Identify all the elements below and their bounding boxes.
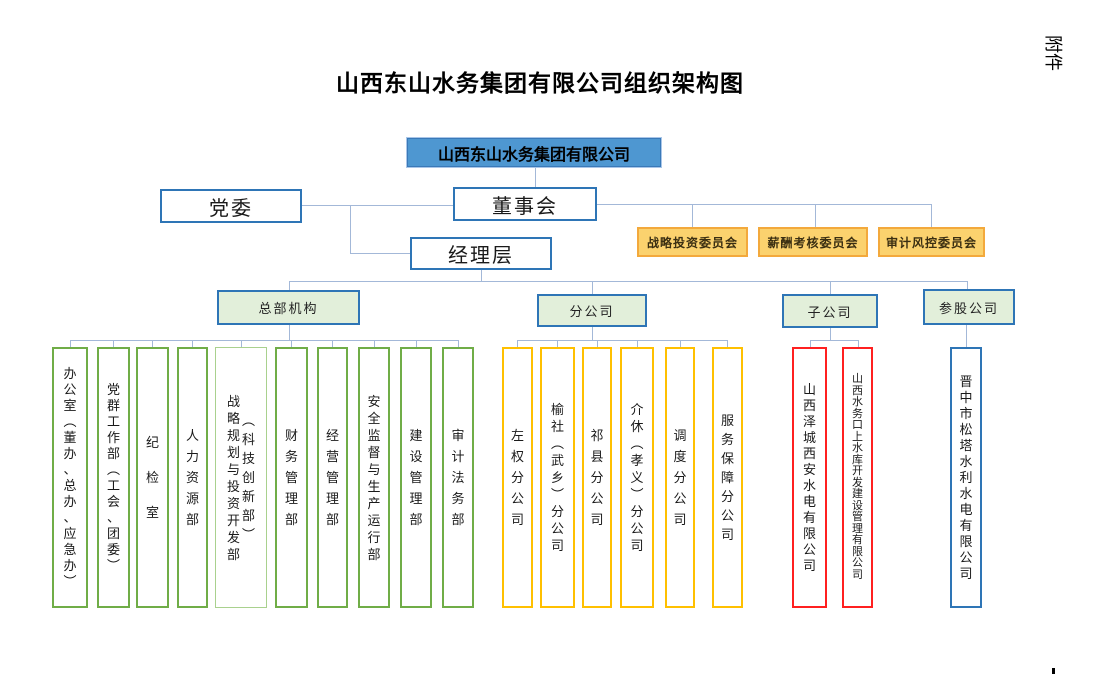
connector-line	[815, 204, 816, 227]
connector-line	[592, 327, 593, 340]
page-mark	[1052, 668, 1055, 674]
attachment-note: 附件	[1043, 35, 1063, 71]
department-box-human-resources: 人力资源部	[177, 347, 208, 608]
connector-line	[70, 340, 71, 347]
department-box-audit-legal: 审计法务部	[442, 347, 474, 608]
org-root-box: 山西东山水务集团有限公司	[406, 137, 662, 168]
connector-line	[597, 204, 931, 205]
branch-box-service-support: 服务保障分公司	[712, 347, 743, 608]
connector-line	[289, 281, 967, 282]
connector-line	[637, 340, 638, 347]
department-box-finance: 财务管理部	[275, 347, 308, 608]
connector-line	[517, 340, 518, 347]
department-box-party-mass-work: 党群工作部︵工会、团委︶	[97, 347, 130, 608]
department-box-discipline-inspection: 纪检室	[136, 347, 169, 608]
connector-line	[535, 167, 536, 187]
subsidiary-box-koushang-reservoir: 山西水务口上水库开发建设管理有限公司	[842, 347, 873, 608]
connector-line	[680, 340, 681, 347]
connector-line	[692, 204, 693, 227]
equity-company-box-songta: 晋中市松塔水利水电有限公司	[950, 347, 982, 608]
department-box-safety-production: 安全监督与生产运行部	[358, 347, 390, 608]
connector-line	[152, 340, 153, 347]
connector-line	[350, 253, 410, 254]
department-label-column: 战略规划与投资开发部	[226, 393, 240, 562]
department-box-strategic-planning-investment: 战略规划与投资开发部 ︵科技创新部︶	[215, 347, 267, 608]
department-box-construction: 建设管理部	[400, 347, 432, 608]
connector-line	[966, 325, 967, 347]
party-committee-box: 党委	[160, 189, 302, 223]
subsidiary-box-zecheng-xian-hydropower: 山西泽城西安水电有限公司	[792, 347, 827, 608]
connector-line	[113, 340, 114, 347]
connector-line	[858, 340, 859, 347]
branch-box-jiexiu-xiaoyi: 介休︵孝义︶分公司	[620, 347, 654, 608]
group-header-branches: 分公司	[537, 294, 647, 327]
connector-line	[810, 340, 858, 341]
management-box: 经理层	[410, 237, 552, 270]
connector-line	[727, 340, 728, 347]
board-box: 董事会	[453, 187, 597, 221]
connector-line	[830, 328, 831, 340]
connector-line	[597, 340, 598, 347]
branch-box-qixian: 祁县分公司	[582, 347, 612, 608]
connector-line	[557, 340, 558, 347]
connector-line	[70, 340, 458, 341]
group-header-subsidiaries: 子公司	[782, 294, 878, 328]
connector-line	[192, 340, 193, 347]
audit-risk-committee-box: 审计风控委员会	[878, 227, 985, 257]
connector-line	[592, 281, 593, 294]
strategy-investment-committee-box: 战略投资委员会	[637, 227, 748, 257]
page-title: 山西东山水务集团有限公司组织架构图	[336, 71, 744, 96]
group-header-headquarters: 总部机构	[217, 290, 360, 325]
connector-line	[810, 340, 811, 347]
connector-line	[291, 340, 292, 347]
department-box-operations: 经营管理部	[317, 347, 348, 608]
department-box-office: 办公室︵董办、总办、应急办︶	[52, 347, 88, 608]
connector-line	[241, 340, 242, 347]
connector-line	[517, 340, 728, 341]
connector-line	[931, 204, 932, 227]
connector-line	[374, 340, 375, 347]
group-header-equity: 参股公司	[923, 289, 1015, 325]
connector-line	[302, 205, 453, 206]
branch-box-dispatch: 调度分公司	[665, 347, 695, 608]
branch-box-zuoquan: 左权分公司	[502, 347, 533, 608]
branch-box-yushe-wuxiang: 榆社︵武乡︶分公司	[540, 347, 575, 608]
connector-line	[458, 340, 459, 347]
connector-line	[830, 281, 831, 294]
connector-line	[416, 340, 417, 347]
connector-line	[332, 340, 333, 347]
connector-line	[289, 325, 290, 340]
connector-line	[350, 205, 351, 253]
connector-line	[967, 281, 968, 289]
compensation-assessment-committee-box: 薪酬考核委员会	[758, 227, 868, 257]
department-label-column: ︵科技创新部︶	[242, 413, 256, 542]
connector-line	[289, 281, 290, 290]
connector-line	[481, 270, 482, 281]
